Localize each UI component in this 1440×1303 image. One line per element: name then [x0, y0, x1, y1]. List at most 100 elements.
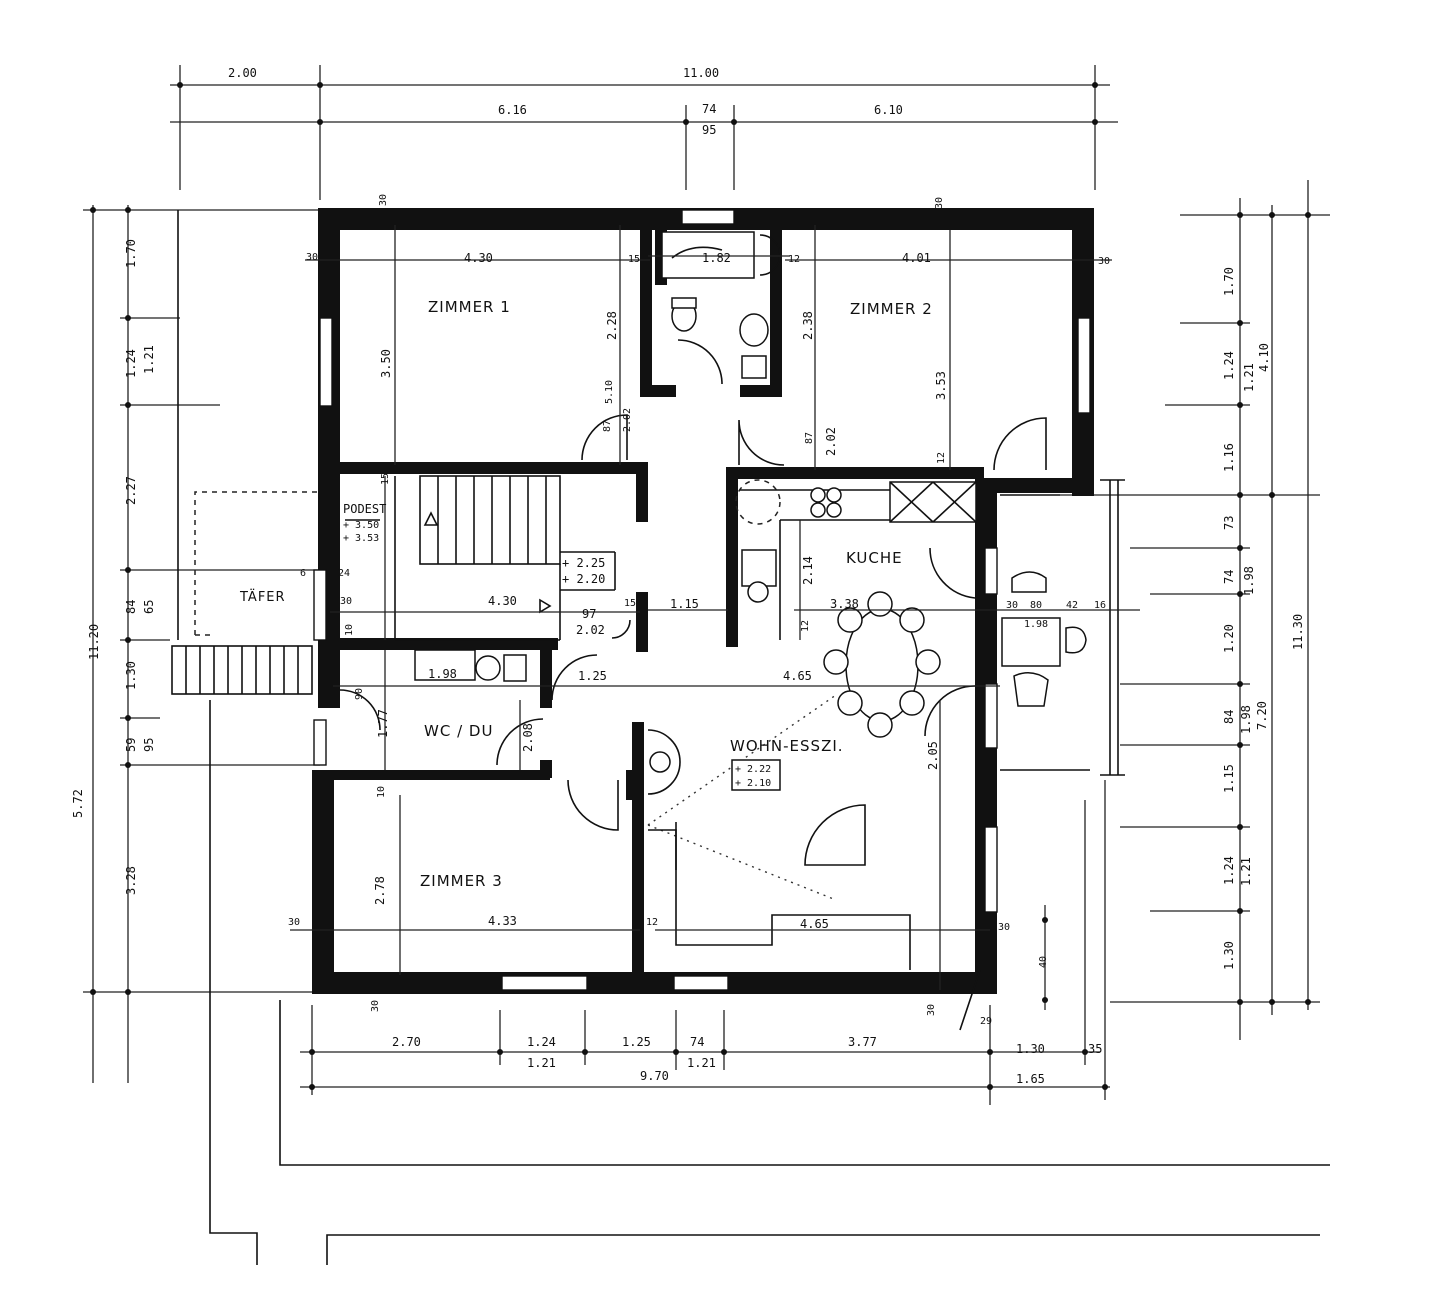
dim-right-130: 1.30: [1222, 941, 1236, 970]
top-dimension-lines: [170, 65, 1118, 200]
dim-87b: 87: [804, 432, 815, 444]
windows: [313, 209, 1091, 991]
dim-left-572: 5.72: [71, 789, 85, 818]
terrace-furniture: [1001, 571, 1087, 707]
dim-right-74: 74: [1222, 570, 1236, 584]
room-label-zimmer-3: ZIMMER 3: [420, 872, 503, 890]
dim-zimmer1-width: 4.30: [464, 251, 493, 265]
dim-kitchen-338: 3.38: [830, 597, 859, 611]
bathroom-fixtures: [661, 231, 781, 379]
washbasin-icon: [649, 751, 671, 773]
dim-bottom-165: 1.65: [1016, 1072, 1045, 1086]
dim-30-terrace: 30: [1006, 600, 1018, 611]
dim-42: 42: [1066, 600, 1078, 611]
dim-bottom-125: 1.25: [622, 1035, 651, 1049]
label-podest-height-2: + 3.53: [343, 533, 379, 544]
dim-wohn-465b: 4.65: [800, 917, 829, 931]
dim-bottom-121b: 1.21: [687, 1056, 716, 1070]
dim-wohn-205: 2.05: [926, 741, 940, 770]
dim-30-stair: 30: [340, 596, 352, 607]
dim-bottom-121a: 1.21: [527, 1056, 556, 1070]
dim-left-1120: 11.20: [87, 624, 101, 660]
left-dimension-lines: [83, 205, 320, 1083]
dim-right-198: 1.98: [1242, 566, 1256, 595]
dim-12a: 12: [788, 254, 800, 265]
dim-left-84: 84: [124, 600, 138, 614]
room-label-zimmer-1: ZIMMER 1: [428, 298, 511, 316]
entrance-steps: [171, 645, 313, 695]
dim-16: 16: [1094, 600, 1106, 611]
dim-right-410: 4.10: [1257, 343, 1271, 372]
dim-202b: 2.02: [622, 408, 633, 432]
dim-wc-198: 1.98: [428, 667, 457, 681]
dim-10b: 10: [376, 786, 387, 798]
dim-left-170: 1.70: [124, 239, 138, 268]
dim-15b: 15: [380, 473, 391, 485]
dim-29: 29: [980, 1016, 992, 1027]
dim-wc-208: 2.08: [521, 723, 535, 752]
dim-bath-width: 1.82: [702, 251, 731, 265]
dim-zimmer2-height: 3.53: [934, 371, 948, 400]
dim-right-115: 1.15: [1222, 764, 1236, 793]
wc-fixtures: [414, 649, 681, 795]
dim-top-610: 6.10: [874, 103, 903, 117]
dim-left-65: 65: [142, 600, 156, 614]
dim-12b: 12: [936, 452, 947, 464]
wc-sink-icon: [475, 655, 501, 681]
dim-thick-30e: 30: [288, 917, 300, 928]
inner-walls: [330, 225, 984, 974]
right-dimension-lines: [1060, 180, 1330, 1040]
dim-right-198b: 1.98: [1239, 705, 1253, 734]
dim-right-124: 1.24: [1222, 351, 1236, 380]
dim-15a: 15: [628, 254, 640, 265]
dim-corridor-115: 1.15: [670, 597, 699, 611]
dim-wc-125: 1.25: [578, 669, 607, 683]
right-dimension-labels: 1.70 1.24 1.21 4.10 1.16 73 74 1.98 1.20…: [1222, 267, 1305, 970]
dim-12d: 12: [646, 917, 658, 928]
dim-zimmer2-height2: 2.38: [801, 311, 815, 340]
dining-table: [823, 591, 941, 738]
dim-top-616: 6.16: [498, 103, 527, 117]
sink-icon: [739, 313, 769, 347]
dim-right-116: 1.16: [1222, 443, 1236, 472]
dim-80: 80: [1030, 600, 1042, 611]
dim-left-130: 1.30: [124, 661, 138, 690]
dim-right-124b: 1.24: [1222, 856, 1236, 885]
dim-right-121b: 1.21: [1239, 857, 1253, 886]
dim-bottom-74: 74: [690, 1035, 704, 1049]
label-podest-height-1: + 3.50: [343, 520, 379, 531]
inner-dimension-labels: 4.30 3.50 1.82 2.28 4.01 3.53 2.38 2.02 …: [288, 194, 1110, 1027]
dim-top-74: 74: [702, 102, 716, 116]
dim-top-1100: 11.00: [683, 66, 719, 80]
left-dimension-labels: 1.70 1.24 1.21 2.27 84 65 11.20 1.30 59 …: [71, 239, 156, 895]
dim-wohn-210: + 2.10: [735, 778, 771, 789]
dim-24: 24: [338, 568, 350, 579]
dim-corridor-202: 2.02: [824, 427, 838, 456]
dim-40: 40: [1038, 956, 1049, 968]
doors: [339, 339, 1047, 1031]
label-podest: PODEST: [343, 502, 386, 516]
dim-thick-30d: 30: [1098, 256, 1110, 267]
dim-kitchen-214: 2.14: [801, 556, 815, 585]
bottom-dimension-labels: 2.70 1.24 1.21 1.25 74 1.21 3.77 1.30 35…: [392, 1035, 1102, 1086]
external-lines: [177, 210, 1330, 1265]
dim-zimmer1-height: 3.50: [379, 349, 393, 378]
dim-left-328: 3.28: [124, 866, 138, 895]
dim-zimmer3-height: 2.78: [373, 876, 387, 905]
dim-right-121: 1.21: [1242, 363, 1256, 392]
dim-right-720: 7.20: [1255, 701, 1269, 730]
dim-left-124: 1.24: [124, 349, 138, 378]
dim-stair-220: + 2.20: [562, 572, 605, 586]
dim-left-95: 95: [142, 738, 156, 752]
dim-bottom-377: 3.77: [848, 1035, 877, 1049]
room-dimension-lines: [290, 225, 1140, 990]
dim-right-120: 1.20: [1222, 624, 1236, 653]
dim-10a: 10: [344, 624, 355, 636]
dim-stair-430: 4.30: [488, 594, 517, 608]
dim-510: 5.10: [604, 380, 615, 404]
dim-thick-30b: 30: [934, 197, 945, 209]
dim-right-84: 84: [1222, 710, 1236, 724]
dim-zimmer2-width: 4.01: [902, 251, 931, 265]
dim-wc-177: 1.77: [376, 709, 390, 738]
